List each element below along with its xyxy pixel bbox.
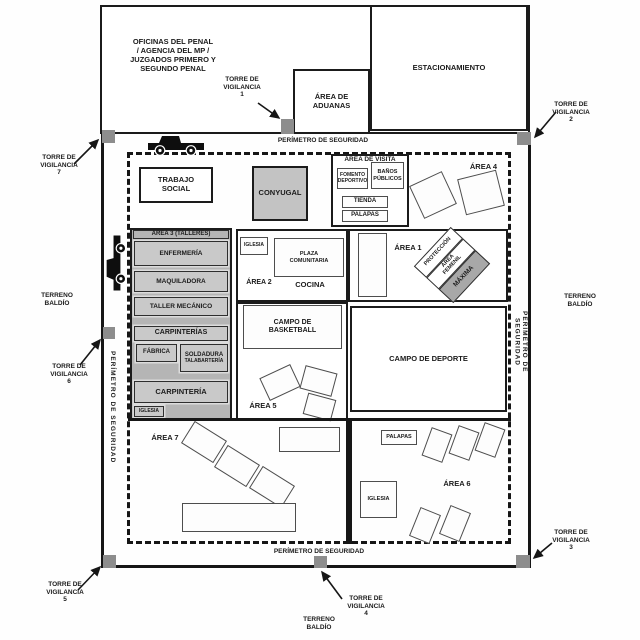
area6-label: ÁREA 6 (443, 479, 471, 488)
area7-region (128, 418, 349, 544)
maquiladora-box: MAQUILADORA (134, 271, 228, 292)
tower-5 (103, 555, 116, 568)
tower-3 (516, 555, 530, 568)
tower-7-label: TORRE DE VIGILANCIA 7 (40, 154, 78, 177)
plaza-comunitaria-label: PLAZA COMUNITARIA (289, 251, 329, 264)
tower-6 (103, 327, 115, 339)
terreno-baldio-bottom: TERRENO BALDÍO (303, 616, 335, 631)
conyugal-label: CONYUGAL (258, 188, 302, 198)
maquiladora-label: MAQUILADORA (156, 277, 206, 285)
tower-6-label: TORRE DE VIGILANCIA 6 (50, 363, 88, 386)
security-perimeter-fence (127, 152, 511, 544)
carpinterias-label: CARPINTERÍAS (154, 329, 208, 337)
iglesia-talleres-label: IGLESIA (138, 407, 159, 414)
visita-title: ÁREA DE VISITA (344, 156, 396, 163)
banos-publicos-box: BAÑOS PÚBLICOS (371, 162, 404, 189)
tower-1 (281, 119, 294, 134)
campo-deporte-box: CAMPO DE DEPORTE (350, 306, 507, 412)
talabarteria-label: TALABARTERÍA (184, 357, 224, 364)
talleres-title: ÁREA 3 (TALLERES) (133, 230, 229, 240)
fabrica-label: FÁBRICA (143, 349, 170, 356)
soldadura-label: SOLDADURA (184, 351, 224, 358)
palapas-area6-label: PALAPAS (386, 434, 412, 441)
tower-2 (517, 132, 531, 145)
wall-left (101, 133, 104, 568)
wall-right (528, 133, 531, 568)
terreno-baldio-right: TERRENO BALDÍO (564, 293, 596, 308)
cocina-label: COCINA (295, 280, 325, 289)
iglesia-centro-label: IGLESIA (243, 242, 264, 249)
tower-2-label: TORRE DE VIGILANCIA 2 (552, 101, 590, 124)
area1-label: ÁREA 1 (394, 243, 422, 252)
parking-label: ESTACIONAMIENTO (412, 62, 486, 72)
iglesia-area6-box: IGLESIA (360, 481, 397, 518)
taller-mecanico-box: TALLER MECÁNICO (134, 297, 228, 316)
building-shape (279, 427, 340, 452)
aduanas-area: ÁREA DE ADUANAS (293, 69, 370, 134)
perimeter-label-left: PERÍMETRO DE SEGURIDAD (109, 351, 116, 464)
iglesia-centro-box: IGLESIA (240, 237, 268, 255)
perimeter-label-right: PERÍMETRO DE SEGURIDAD (513, 311, 528, 373)
parking-area: ESTACIONAMIENTO (370, 5, 528, 131)
aduanas-label: ÁREA DE ADUANAS (312, 91, 351, 110)
palapas-visita-box: PALAPAS (342, 210, 388, 222)
enfermeria-box: ENFERMERÍA (134, 241, 228, 266)
tower-4-label: TORRE DE VIGILANCIA 4 (347, 595, 385, 618)
tower-1-label: TORRE DE VIGILANCIA 1 (223, 76, 261, 99)
arrow-tower-6 (79, 338, 101, 366)
fabrica-box: FÁBRICA (136, 344, 177, 362)
palapas-area6-box: PALAPAS (381, 430, 417, 445)
perimeter-label-bottom: PERÍMETRO DE SEGURIDAD (273, 548, 365, 555)
trabajo-social-label: TRABAJO SOCIAL (157, 175, 195, 193)
conyugal-building: CONYUGAL (252, 166, 308, 221)
building-shape (182, 503, 296, 532)
basketball-court: CAMPO DE BASKETBALL (243, 305, 342, 349)
taller-mecanico-label: TALLER MECÁNICO (149, 302, 213, 310)
tienda-label: TIENDA (353, 198, 377, 205)
offices-label: OFICINAS DEL PENAL / AGENCIA DEL MP / JU… (130, 37, 216, 73)
campo-deporte-label: CAMPO DE DEPORTE (389, 353, 468, 363)
enfermeria-label: ENFERMERÍA (159, 249, 203, 257)
banos-publicos-label: BAÑOS PÚBLICOS (373, 169, 402, 182)
pickup-truck-icon (146, 133, 206, 157)
tienda-box: TIENDA (342, 196, 388, 208)
terreno-baldio-left: TERRENO BALDÍO (41, 292, 73, 307)
area4-label: ÁREA 4 (469, 162, 498, 171)
carpinterias-header-box: CARPINTERÍAS (134, 326, 228, 341)
perimeter-label-top: PERÍMETRO DE SEGURIDAD (277, 137, 369, 144)
area2-label: ÁREA 2 (246, 279, 272, 286)
tower-4 (314, 556, 327, 568)
building-shape (358, 233, 387, 297)
basketball-label: CAMPO DE BASKETBALL (268, 318, 317, 334)
soldadura-box: SOLDADURA TALABARTERÍA (180, 344, 228, 372)
area7-label: ÁREA 7 (151, 433, 179, 442)
palapas-visita-label: PALAPAS (351, 212, 379, 219)
iglesia-area6-label: IGLESIA (367, 496, 390, 503)
area6-region (349, 418, 511, 544)
tower-7 (102, 130, 115, 143)
iglesia-talleres-box: IGLESIA (134, 406, 164, 417)
pickup-truck-side-icon (104, 234, 128, 293)
area5-label: ÁREA 5 (249, 401, 277, 410)
fomento-deportivo-box: FOMENTO DEPORTIVO (337, 168, 368, 189)
carpinteria-box: CARPINTERÍA (134, 381, 228, 403)
trabajo-social-building: TRABAJO SOCIAL (139, 167, 213, 203)
tower-5-label: TORRE DE VIGILANCIA 5 (46, 581, 84, 604)
plaza-comunitaria-box: PLAZA COMUNITARIA (274, 238, 344, 277)
fomento-deportivo-label: FOMENTO DEPORTIVO (337, 171, 368, 184)
tower-3-label: TORRE DE VIGILANCIA 3 (552, 529, 590, 552)
carpinteria-label: CARPINTERÍA (155, 386, 207, 396)
